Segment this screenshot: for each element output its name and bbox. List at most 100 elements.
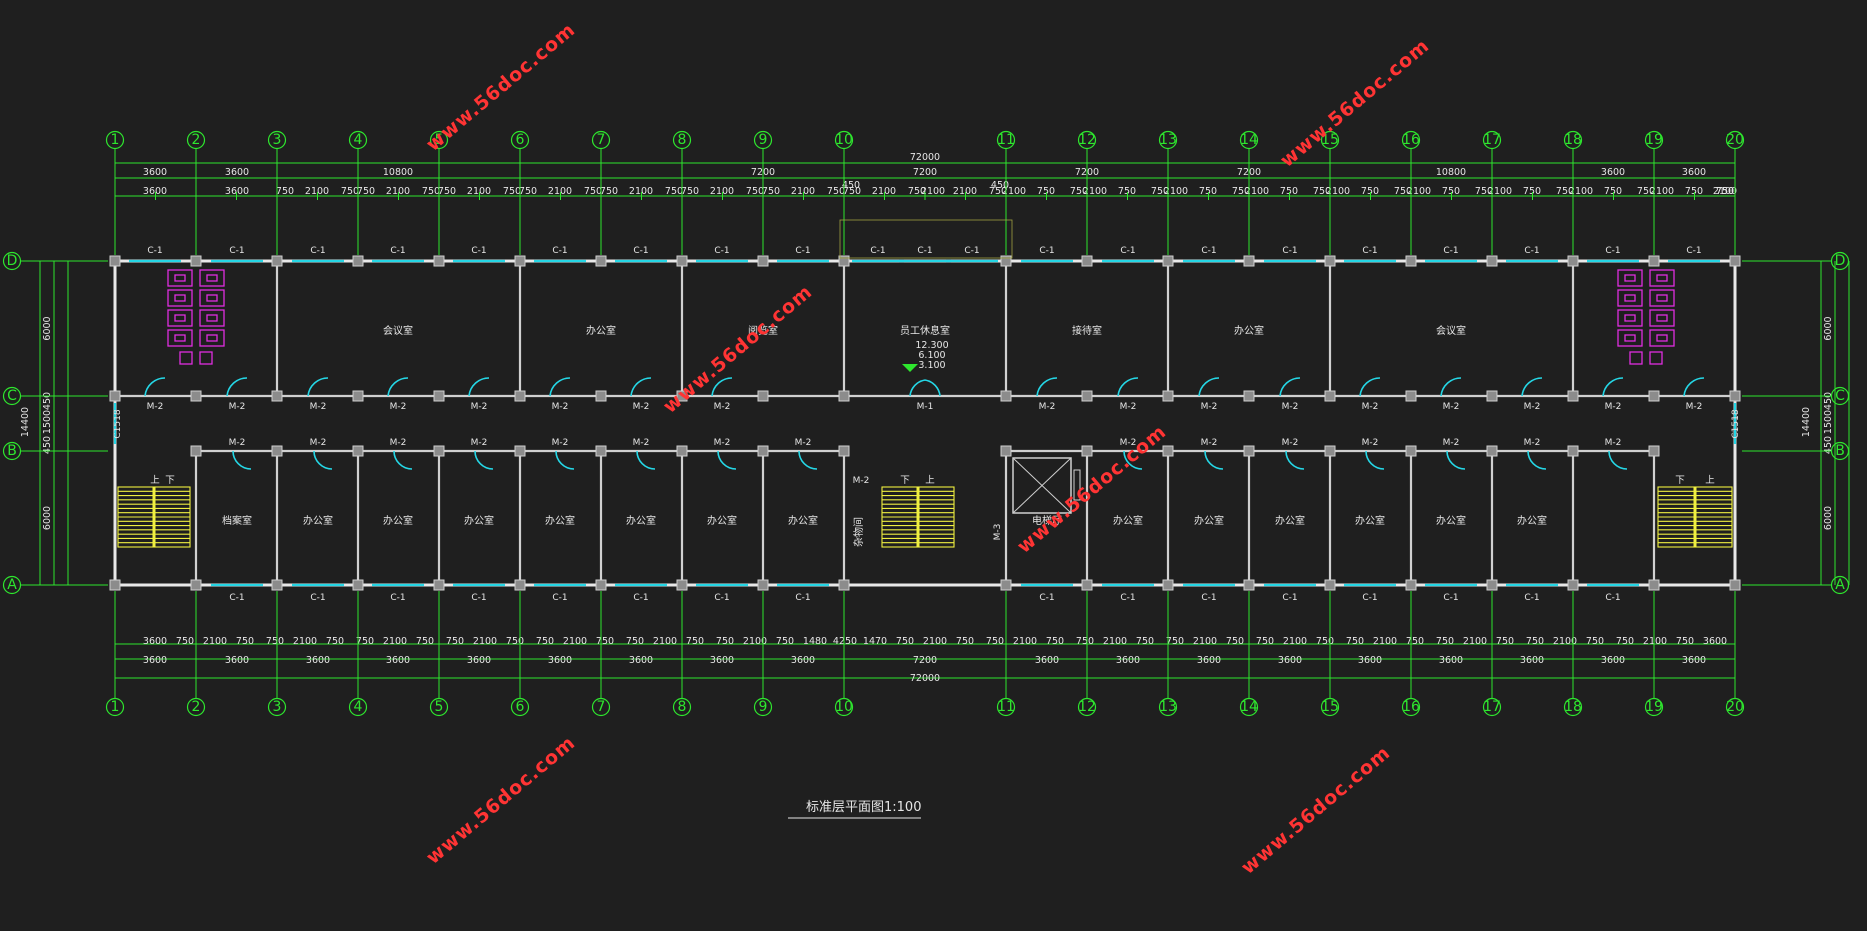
column bbox=[1648, 390, 1660, 402]
axis-bubble-9 bbox=[753, 130, 773, 150]
axis-label-14: 14 bbox=[1240, 699, 1258, 715]
dim-bottom-row1-value: 2100 bbox=[473, 636, 497, 647]
window-label: C-1 bbox=[1443, 593, 1458, 603]
dim-bottom-row1-value: 2100 bbox=[1193, 636, 1217, 647]
column bbox=[1081, 445, 1093, 457]
column bbox=[1162, 255, 1174, 267]
dim-row3-value: 750 bbox=[1637, 186, 1655, 197]
dim-row3-value: 750 bbox=[276, 186, 294, 197]
axis-bubble-9 bbox=[753, 697, 773, 717]
door-swing bbox=[307, 377, 329, 397]
toilet-fixture bbox=[1624, 274, 1636, 282]
column bbox=[1405, 445, 1417, 457]
axis-bubble-2 bbox=[186, 697, 206, 717]
axis-label-9: 9 bbox=[759, 132, 768, 148]
dim-row3-value: 750 bbox=[665, 186, 683, 197]
window-label: C-1 bbox=[714, 246, 729, 256]
dim-bottom-row1-value: 3600 bbox=[143, 636, 167, 647]
dim-row3-value: 750 bbox=[1475, 186, 1493, 197]
grid-axes: 1122334455667788991010111112121313141415… bbox=[2, 130, 1850, 717]
dim-bottom-row1-value: 2100 bbox=[923, 636, 947, 647]
axis-bubble-13 bbox=[1158, 130, 1178, 150]
door-label: M-2 bbox=[1201, 402, 1218, 412]
column bbox=[1000, 390, 1012, 402]
room-label-lower: 办公室 bbox=[1517, 514, 1547, 527]
watermark-text: www.56doc.com bbox=[1237, 742, 1395, 879]
door-swing bbox=[1204, 450, 1224, 470]
column bbox=[838, 255, 850, 267]
dim-row3-value: 3600 bbox=[225, 186, 249, 197]
window-label: C-1 bbox=[870, 246, 885, 256]
window-label: C-1 bbox=[390, 593, 405, 603]
column bbox=[1000, 255, 1012, 267]
door-label: M-2 bbox=[1039, 402, 1056, 412]
toilet-stall bbox=[167, 309, 193, 327]
axis-label-17: 17 bbox=[1483, 132, 1501, 148]
dim-bottom-row2-value: 3600 bbox=[710, 655, 734, 666]
dim-row3-value: 750 bbox=[1716, 186, 1734, 197]
elevator-panel bbox=[1073, 469, 1081, 501]
door-label: M-2 bbox=[310, 402, 327, 412]
axis-label-3: 3 bbox=[273, 699, 282, 715]
room-label-lower: 办公室 bbox=[707, 514, 737, 527]
room-label-lower: 办公室 bbox=[788, 514, 818, 527]
column bbox=[190, 390, 202, 402]
dim-row3-value: 750 bbox=[503, 186, 521, 197]
door-label: M-2 bbox=[1524, 438, 1541, 448]
dim-side-value: 6000 bbox=[42, 506, 53, 530]
axis-bubble-16 bbox=[1401, 697, 1421, 717]
door-swing bbox=[555, 450, 575, 470]
axis-label-16: 16 bbox=[1402, 699, 1420, 715]
door-label: M-2 bbox=[552, 402, 569, 412]
room-label-lower: 办公室 bbox=[464, 514, 494, 527]
window-label: C-1 bbox=[1362, 593, 1377, 603]
axis-label-B: B bbox=[1835, 443, 1845, 459]
dim-row2-value: 3600 bbox=[225, 167, 249, 178]
dim-bottom-row2-value: 3600 bbox=[791, 655, 815, 666]
main-door-label: M-1 bbox=[917, 402, 934, 412]
door-label: M-2 bbox=[1120, 438, 1137, 448]
dim-row3-value: 750 bbox=[762, 186, 780, 197]
stair-mark-down: 下 bbox=[165, 475, 175, 486]
door-swing bbox=[1123, 450, 1143, 470]
door-swing bbox=[1279, 377, 1301, 397]
dim-bottom-row1-value: 750 bbox=[266, 636, 284, 647]
column bbox=[1486, 390, 1498, 402]
dim-bottom-row1-value: 2100 bbox=[1013, 636, 1037, 647]
axis-label-5: 5 bbox=[435, 132, 444, 148]
dim-side-value: 450 bbox=[1823, 436, 1834, 454]
dim-bottom-row1-value: 750 bbox=[1226, 636, 1244, 647]
axis-label-9: 9 bbox=[759, 699, 768, 715]
door-label: M-2 bbox=[1686, 402, 1703, 412]
stairs: 下上下上下上 bbox=[117, 475, 1733, 548]
window-label: C-1 bbox=[1605, 246, 1620, 256]
window-label: C-1 bbox=[1039, 246, 1054, 256]
dim-bottom-row1-value: 750 bbox=[686, 636, 704, 647]
dim-row3-value: 2100 bbox=[1245, 186, 1269, 197]
elevator-shaft bbox=[1012, 457, 1072, 514]
column bbox=[352, 579, 364, 591]
door-label: M-2 bbox=[390, 438, 407, 448]
dim-bottom-row1-value: 750 bbox=[716, 636, 734, 647]
column bbox=[514, 445, 526, 457]
toilet-stall bbox=[1649, 309, 1675, 327]
door-swing bbox=[1365, 450, 1385, 470]
dim-bottom-row2-value: 3600 bbox=[1439, 655, 1463, 666]
window-label: C-1 bbox=[471, 593, 486, 603]
column bbox=[1081, 579, 1093, 591]
dim-bottom-row1-value: 750 bbox=[1346, 636, 1364, 647]
column bbox=[757, 445, 769, 457]
dim-row3-value: 2100 bbox=[1407, 186, 1431, 197]
dim-bottom-row1-value: 2100 bbox=[743, 636, 767, 647]
door-label: M-2 bbox=[1120, 402, 1137, 412]
axis-bubble-17 bbox=[1482, 130, 1502, 150]
dim-side-value: 450 bbox=[1823, 392, 1834, 410]
axis-bubble-19 bbox=[1644, 130, 1664, 150]
room-label-lower: 办公室 bbox=[1355, 514, 1385, 527]
window-label: C-1 bbox=[1524, 246, 1539, 256]
column bbox=[1567, 255, 1579, 267]
door-label: M-2 bbox=[471, 402, 488, 412]
door-swing bbox=[1602, 377, 1624, 397]
elevator-cross bbox=[1012, 457, 1072, 514]
dim-bottom-row2-value: 3600 bbox=[1278, 655, 1302, 666]
